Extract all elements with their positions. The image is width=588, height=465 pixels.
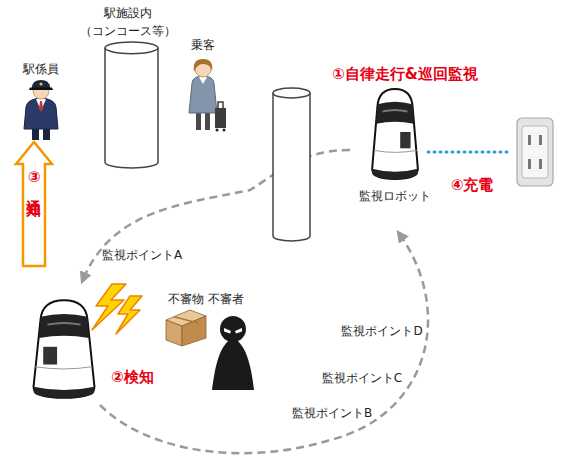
point-label: 監視ポイントA bbox=[102, 246, 182, 264]
patrol-robot: 監視ロボット bbox=[350, 85, 440, 207]
passenger-figure: 乗客 bbox=[178, 36, 228, 134]
step-label: ①自律走行&巡回監視 bbox=[332, 65, 478, 83]
outlet-plate bbox=[517, 118, 553, 186]
pillar-top bbox=[273, 88, 310, 98]
suitcase-handle bbox=[218, 102, 223, 108]
alert-bolts bbox=[92, 284, 142, 334]
box-front bbox=[166, 320, 182, 346]
person-label: 乗客 bbox=[178, 36, 228, 54]
person-label: 駅係員 bbox=[10, 60, 72, 78]
point-label: 監視ポイントD bbox=[341, 322, 422, 340]
station-pillar bbox=[273, 88, 310, 241]
cap-badge bbox=[39, 82, 42, 85]
person-body bbox=[212, 338, 254, 390]
robot-label: 監視ロボット bbox=[350, 187, 440, 205]
angry-eye bbox=[224, 328, 231, 334]
cap bbox=[32, 80, 50, 88]
notify-arrow bbox=[16, 142, 52, 266]
robot-body bbox=[372, 89, 418, 179]
uniform bbox=[24, 98, 58, 129]
robot-body bbox=[34, 300, 95, 398]
passenger-figure-art bbox=[189, 59, 226, 132]
angry-eye bbox=[235, 328, 242, 334]
outlet-slot bbox=[539, 135, 542, 145]
lightning-bolt bbox=[92, 284, 126, 330]
node-shape bbox=[350, 85, 440, 207]
person-head bbox=[220, 316, 246, 342]
robot-panel bbox=[43, 347, 57, 365]
robot-base bbox=[34, 387, 95, 398]
robot-base bbox=[372, 169, 418, 179]
station-pillar: 駅施設内 （コンコース等） bbox=[78, 2, 178, 170]
station-pillar-art bbox=[105, 42, 158, 168]
area-label: 駅施設内 （コンコース等） bbox=[78, 4, 178, 40]
hair bbox=[194, 59, 213, 72]
point-label: 監視ポイントB bbox=[292, 404, 372, 422]
outlet-slot bbox=[528, 159, 531, 169]
suspicious-package-art bbox=[166, 310, 206, 346]
wheel bbox=[216, 129, 219, 132]
suspicious-package: 不審物 bbox=[164, 290, 208, 350]
patrol-robot-art bbox=[34, 300, 95, 398]
cap-brim bbox=[29, 88, 53, 91]
staff-figure-art bbox=[24, 80, 58, 140]
outlet-slot bbox=[528, 135, 531, 145]
outlet-face bbox=[522, 126, 548, 178]
staff-figure: 駅係員 bbox=[10, 58, 72, 142]
outlet-slot bbox=[539, 159, 542, 169]
step-label: ②検知 bbox=[111, 368, 163, 386]
jacket bbox=[189, 76, 217, 113]
visor-stripe bbox=[383, 110, 408, 112]
collar bbox=[199, 77, 207, 84]
suitcase bbox=[215, 108, 226, 128]
pillar-body bbox=[105, 48, 158, 168]
person-label: 不審者 bbox=[208, 290, 258, 308]
lightning-bolt bbox=[116, 296, 142, 334]
patrol-route bbox=[100, 232, 428, 453]
power-outlet bbox=[517, 118, 553, 186]
pillar-body bbox=[273, 93, 310, 241]
point-label: 監視ポイントC bbox=[322, 369, 402, 387]
robot-panel bbox=[400, 132, 410, 148]
tie bbox=[39, 101, 43, 112]
suspicious-person-art bbox=[212, 316, 254, 390]
suspicious-person: 不審者 bbox=[208, 290, 258, 394]
box-tape bbox=[174, 317, 198, 323]
robot-seam bbox=[374, 150, 417, 152]
object-label: 不審物 bbox=[164, 290, 208, 308]
robot-visor bbox=[39, 314, 89, 338]
step-label: ④充電 bbox=[451, 176, 494, 194]
charge-line bbox=[428, 151, 510, 154]
patrol-robot-art bbox=[372, 89, 418, 179]
edge-label: ③通知 bbox=[25, 168, 43, 192]
visor-stripe bbox=[47, 323, 80, 325]
robot-visor bbox=[376, 102, 413, 124]
wheel bbox=[223, 129, 226, 132]
shirt bbox=[36, 99, 46, 111]
robot-seam bbox=[35, 367, 92, 369]
pillar-top bbox=[105, 42, 158, 54]
patrol-robot: ②検知 bbox=[25, 266, 163, 402]
